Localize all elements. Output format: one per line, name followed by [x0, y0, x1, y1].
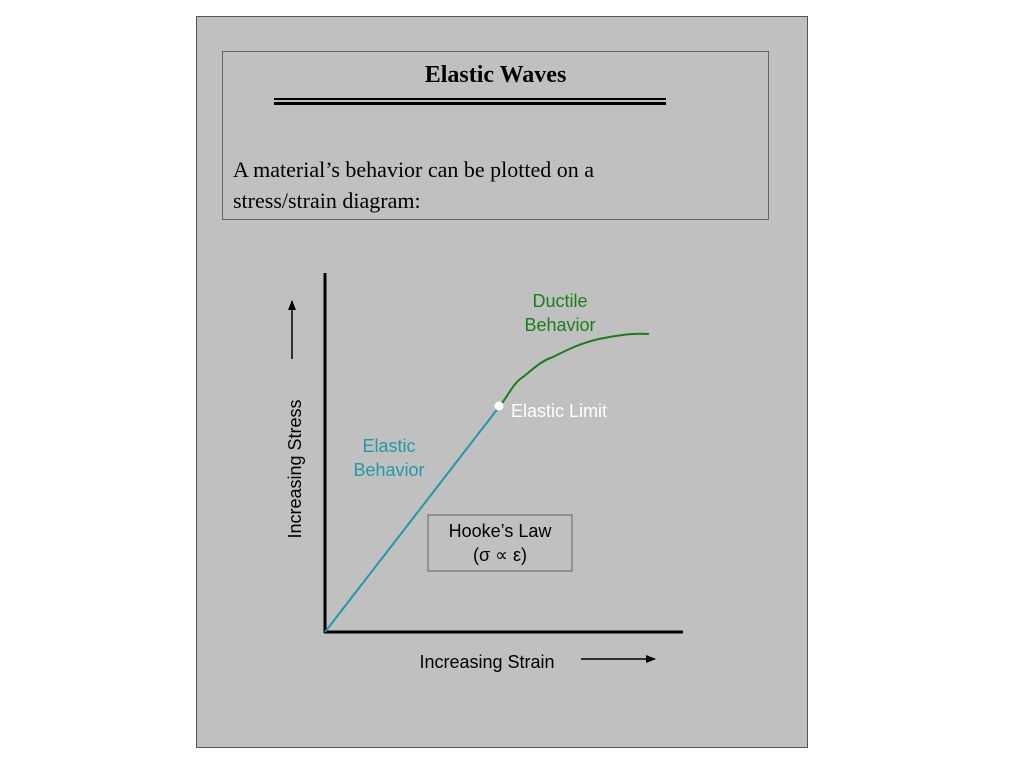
ductile-label-2: Behavior	[524, 315, 595, 335]
slide: Elastic Waves A material’s behavior can …	[196, 16, 808, 748]
x-axis-label: Increasing Strain	[419, 652, 554, 672]
intro-text: A material’s behavior can be plotted on …	[233, 154, 703, 216]
elastic-line	[324, 406, 500, 633]
title-underline	[274, 98, 666, 105]
hookes-law-formula: (σ ∝ ε)	[473, 545, 527, 565]
y-axis-label: Increasing Stress	[285, 399, 305, 538]
intro-line-1: A material’s behavior can be plotted on …	[233, 157, 595, 182]
ductile-curve	[498, 332, 650, 408]
slide-title: Elastic Waves	[424, 62, 567, 88]
elastic-label-1: Elastic	[362, 436, 415, 456]
title-box: Elastic Waves A material’s behavior can …	[222, 51, 769, 220]
hookes-law-label: Hooke’s Law	[449, 521, 553, 541]
elastic-limit-label: Elastic Limit	[511, 401, 607, 421]
elastic-limit-point	[494, 401, 504, 411]
intro-line-2: stress/strain diagram:	[233, 188, 421, 213]
stress-strain-diagram: Elastic Limit Ductile Behavior Elastic B…	[285, 273, 683, 672]
ductile-label-1: Ductile	[532, 291, 587, 311]
elastic-label-2: Behavior	[353, 460, 424, 480]
hookes-law-box	[427, 514, 573, 572]
